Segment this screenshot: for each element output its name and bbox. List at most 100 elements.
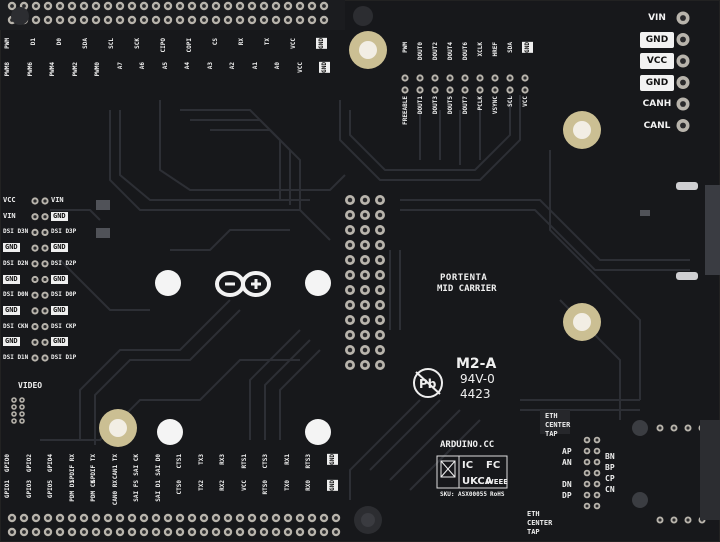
video-left-label: GND	[3, 274, 20, 284]
date-code: 4423	[460, 387, 491, 401]
top-header-label: PWM6	[26, 62, 34, 77]
bottom-header-label: GPIO4	[47, 454, 54, 473]
bottom-header-label: RTS1	[240, 454, 248, 469]
svg-text:FC: FC	[486, 460, 500, 471]
top-header-pads	[0, 0, 345, 30]
camera-header-label: DOUT4	[447, 42, 454, 61]
eth-center-tap-label: ETH CENTER TAP	[545, 412, 571, 438]
top-header-label: A6	[139, 62, 146, 70]
video-right-label: DSI D2P	[51, 259, 77, 267]
bottom-header-label: GND	[326, 454, 338, 465]
bottom-header-label: RTS3	[305, 454, 312, 469]
bottom-header-label: SPDIF TX	[90, 454, 97, 483]
svg-text:WEEE: WEEE	[486, 478, 508, 486]
video-right-label: DSI CKP	[51, 322, 77, 330]
top-header-label: VCC	[290, 38, 297, 49]
rohs-label: RoHS	[490, 491, 505, 498]
camera-header-label: DOUT0	[417, 42, 424, 61]
white-test-pads	[155, 270, 331, 445]
bottom-header-label: PDM CK	[90, 480, 97, 502]
bottom-header-label: RX0	[305, 480, 312, 491]
camera-header-label: SDA	[507, 42, 514, 53]
bottom-header-label: VCC	[240, 480, 248, 491]
right-header-label: VCC	[640, 53, 674, 69]
camera-header-label: DOUT1	[417, 96, 424, 115]
camera-header-label: SCL	[507, 96, 514, 107]
bottom-header-label: GPIO1	[4, 480, 11, 499]
camera-header-label: DOUT3	[432, 96, 439, 115]
video-right-label: DSI D1P	[51, 354, 77, 361]
cert-marks: IC FC UKCA WEEE	[436, 455, 508, 489]
camera-header-label: XCLK	[477, 42, 484, 57]
sku-label: SKU: ASX00055	[440, 491, 487, 498]
top-header-label: VCC	[296, 62, 304, 73]
right-header-pads	[676, 11, 690, 132]
bottom-header-label: SAI CK	[133, 454, 140, 476]
usb-connector	[676, 182, 720, 280]
bottom-header-label: GPIO5	[47, 480, 54, 499]
camera-header-pads	[401, 74, 529, 94]
video-left-label: GND	[3, 243, 20, 253]
bottom-header-label: GPIO0	[4, 454, 11, 473]
top-header-label: CS	[212, 38, 219, 46]
eth-pair-label: CP	[605, 474, 615, 483]
right-header-label: CANL	[643, 120, 671, 131]
right-header-label: VIN	[648, 13, 666, 23]
top-header-label: PWM	[4, 38, 11, 49]
camera-header-label: DOUT6	[462, 42, 469, 61]
top-header-label: COPI	[186, 38, 193, 53]
video-header-pads	[11, 197, 49, 424]
top-header-label: A2	[229, 62, 236, 70]
board-title: PORTENTA	[440, 273, 488, 283]
video-title: VIDEO	[18, 381, 43, 390]
eth-jack	[632, 420, 720, 520]
top-header-label: GND	[319, 62, 330, 73]
eth-center-tap-label: ETH CENTER TAP	[527, 510, 553, 536]
center-header-pads	[345, 195, 385, 370]
video-right-label: VIN	[51, 196, 64, 204]
video-right-label: GND	[51, 305, 68, 315]
top-header-label: A7	[116, 62, 124, 70]
eth-pair-label: BP	[605, 463, 615, 472]
right-header-label: GND	[640, 74, 674, 91]
video-right-label: GND	[51, 337, 68, 347]
video-right-label: GND	[51, 211, 68, 221]
top-header-label: PWM4	[49, 62, 56, 77]
top-header-label: A5	[161, 62, 169, 70]
pcb-traces	[40, 95, 690, 500]
bottom-header-label: RX2	[219, 480, 226, 491]
svg-text:UKCA: UKCA	[462, 476, 493, 487]
top-header-label: PWM0	[94, 62, 101, 77]
pb-free-mark: Pb	[413, 368, 443, 398]
bottom-header-label: SPDIF RX	[68, 454, 76, 483]
bottom-header-label: CTS1	[176, 454, 183, 469]
video-left-label: DSI CKN	[3, 322, 29, 330]
bottom-header-label: SAI D0	[154, 454, 162, 476]
bottom-header-label: CTS3	[262, 454, 269, 469]
top-header-label: A4	[184, 62, 191, 70]
bottom-header-label: GND	[326, 480, 338, 491]
eth-pair-label: AP	[562, 447, 572, 456]
eth-pair-label: DN	[562, 480, 572, 489]
right-header-label: CANH	[642, 99, 672, 109]
video-left-label: DSI D2N	[3, 259, 29, 267]
eth-pair-label: DP	[562, 491, 572, 500]
bottom-header-label: SAI FS	[133, 480, 140, 502]
mounting-holes	[11, 6, 601, 534]
top-header-label: TX	[264, 38, 271, 46]
bottom-header-label: GPIO2	[25, 454, 33, 473]
arduino-infinity-logo	[215, 271, 271, 297]
top-header-label: SCL	[108, 38, 115, 49]
camera-header-label: PWM	[402, 42, 409, 53]
eth-pair-label: CN	[605, 485, 615, 494]
top-header-label: SCK	[134, 38, 141, 49]
video-left-label: GND	[3, 337, 20, 347]
cert-code: M2-A	[456, 356, 497, 372]
camera-header-label: PCLK	[477, 96, 484, 111]
top-header-label: SDA	[82, 38, 89, 49]
camera-header-label: VCC	[522, 96, 529, 107]
top-header-label: RX	[238, 38, 245, 46]
camera-header-label: GND	[522, 42, 533, 53]
bottom-header-label: RX3	[219, 454, 226, 465]
